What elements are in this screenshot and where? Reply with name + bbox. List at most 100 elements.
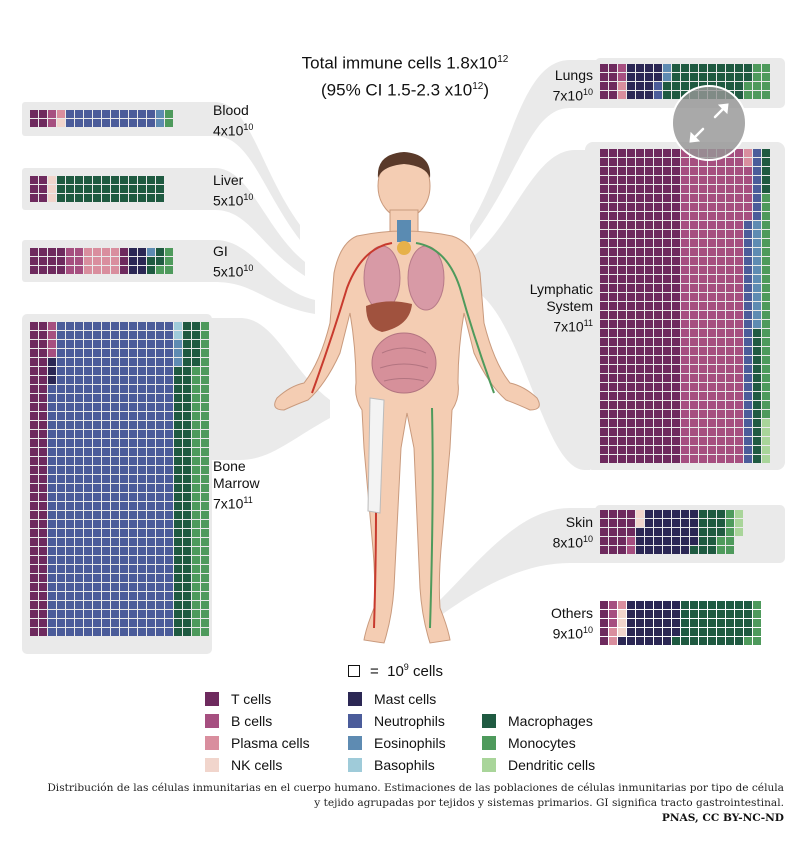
cell-square (129, 403, 137, 411)
cell-square (753, 302, 761, 310)
cell-square (627, 257, 635, 265)
cell-square (66, 448, 74, 456)
cell-square (600, 619, 608, 627)
cell-square (654, 437, 662, 445)
cell-square (129, 475, 137, 483)
cell-square (636, 239, 644, 247)
cell-square (192, 628, 200, 636)
cell-square (654, 374, 662, 382)
cell-square (609, 601, 617, 609)
cell-square (111, 457, 119, 465)
cell-square (690, 293, 698, 301)
cell-square (636, 428, 644, 436)
cell-square (111, 610, 119, 618)
cell-square (201, 394, 209, 402)
cell-square (600, 275, 608, 283)
cell-square (57, 110, 65, 118)
cell-square (48, 119, 56, 127)
cell-square (147, 185, 155, 193)
cell-square (699, 601, 707, 609)
cell-square (681, 410, 689, 418)
cell-square (618, 610, 626, 618)
cell-square (627, 392, 635, 400)
cell-square (600, 338, 608, 346)
cell-square (201, 619, 209, 627)
cell-square (84, 367, 92, 375)
cell-square (663, 239, 671, 247)
cell-square (201, 430, 209, 438)
zoom-toggle-button[interactable] (671, 85, 747, 161)
cell-square (120, 592, 128, 600)
cell-square (735, 338, 743, 346)
scale-key: = 109 cells (348, 662, 443, 680)
cell-square (609, 455, 617, 463)
cell-square (618, 194, 626, 202)
cell-square (48, 248, 56, 256)
cell-square (699, 230, 707, 238)
cell-square (708, 338, 716, 346)
cell-square (699, 401, 707, 409)
cell-square (654, 619, 662, 627)
cell-square (93, 185, 101, 193)
cell-square (174, 412, 182, 420)
cell-square (147, 412, 155, 420)
cell-square (183, 484, 191, 492)
cell-square (708, 410, 716, 418)
cell-square (138, 340, 146, 348)
cell-square (57, 331, 65, 339)
cell-square (726, 257, 734, 265)
cell-square (627, 284, 635, 292)
cell-square (30, 610, 38, 618)
cell-square (663, 410, 671, 418)
cell-square (30, 176, 38, 184)
cell-square (75, 511, 83, 519)
cell-square (726, 158, 734, 166)
cell-square (735, 401, 743, 409)
cell-square (627, 437, 635, 445)
cell-square (627, 329, 635, 337)
cell-square (93, 119, 101, 127)
cell-square (618, 203, 626, 211)
cell-square (66, 592, 74, 600)
expand-arrows-icon (689, 103, 729, 143)
cell-square (708, 455, 716, 463)
cell-square (618, 221, 626, 229)
cell-square (84, 340, 92, 348)
cell-square (111, 412, 119, 420)
cell-square (156, 502, 164, 510)
cell-square (48, 448, 56, 456)
cell-square (654, 320, 662, 328)
cell-square (744, 601, 752, 609)
cell-square (654, 185, 662, 193)
cell-square (156, 110, 164, 118)
cell-square (138, 412, 146, 420)
cell-square (165, 484, 173, 492)
legend-swatch (205, 692, 219, 706)
skin-label: Skin 8x1010 (552, 514, 593, 551)
cell-square (672, 428, 680, 436)
cell-square (690, 601, 698, 609)
cell-square (111, 565, 119, 573)
cell-square (111, 119, 119, 127)
cell-square (681, 446, 689, 454)
cell-square (600, 365, 608, 373)
cell-square (138, 266, 146, 274)
cell-square (93, 565, 101, 573)
cell-square (726, 510, 734, 518)
cell-square (717, 284, 725, 292)
cell-square (111, 257, 119, 265)
cell-square (708, 392, 716, 400)
cell-square (201, 556, 209, 564)
cell-square (111, 403, 119, 411)
cell-square (762, 275, 770, 283)
cell-square (75, 185, 83, 193)
cell-square (129, 185, 137, 193)
cell-square (645, 167, 653, 175)
cell-square (84, 394, 92, 402)
cell-square (753, 437, 761, 445)
cell-square (609, 401, 617, 409)
cell-square (93, 619, 101, 627)
cell-square (762, 311, 770, 319)
cell-square (627, 91, 635, 99)
cell-square (165, 358, 173, 366)
